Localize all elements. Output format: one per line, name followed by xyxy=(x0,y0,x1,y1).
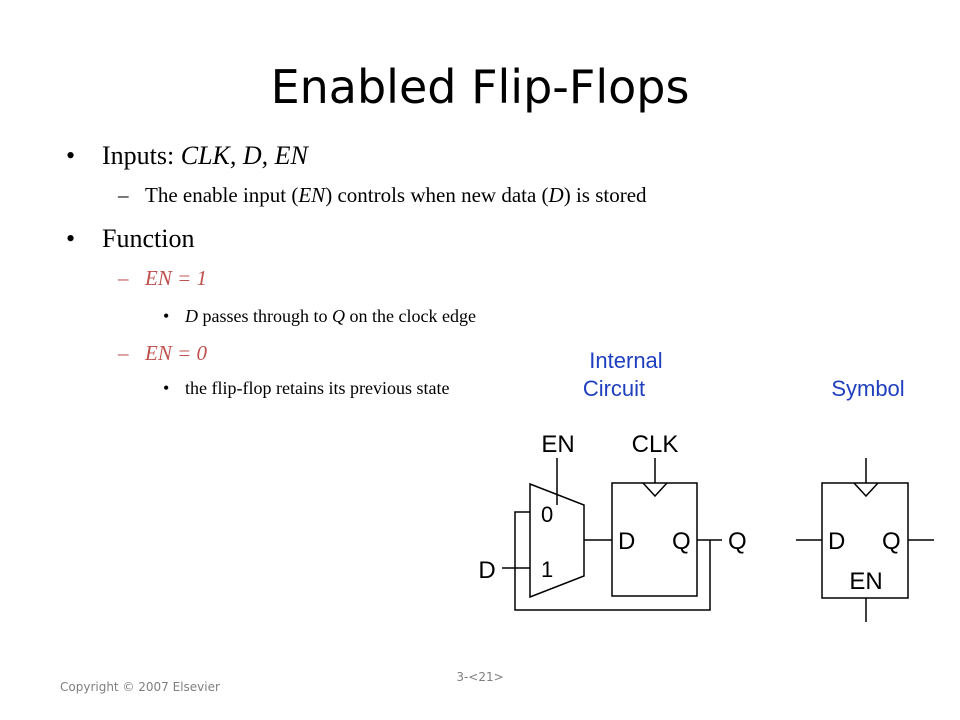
symbol-box xyxy=(821,482,909,599)
feedback-wire xyxy=(514,511,711,611)
mux-input-1-label: 1 xyxy=(541,557,553,582)
mux-input-0-label: 0 xyxy=(541,502,553,527)
ff-q-label: Q xyxy=(672,528,691,555)
ff-d-label: D xyxy=(618,528,635,555)
symbol-q-label: Q xyxy=(882,528,901,555)
copyright-notice: Copyright © 2007 Elsevier xyxy=(60,680,220,694)
slide-title: Enabled Flip-Flops xyxy=(270,60,690,114)
flip-flop-box xyxy=(611,482,698,597)
label-clk: CLK xyxy=(632,431,679,458)
symbol-d-label: D xyxy=(828,528,845,555)
label-d-input: D xyxy=(478,557,495,584)
page-number: 3-<21> xyxy=(456,670,504,684)
q-output-label: Q xyxy=(728,528,747,555)
heading-symbol: Symbol xyxy=(831,376,904,401)
symbol-en-label: EN xyxy=(849,568,882,595)
heading-internal-line-2: Circuit xyxy=(583,376,645,401)
symbol-wires xyxy=(796,458,934,622)
label-en: EN xyxy=(541,431,574,458)
internal-circuit-wires xyxy=(502,458,722,611)
clock-triangle-icon xyxy=(642,482,668,498)
heading-internal-line-1: Internal xyxy=(589,348,662,373)
symbol-clock-triangle-icon xyxy=(853,482,879,498)
mux-shape xyxy=(529,482,585,599)
